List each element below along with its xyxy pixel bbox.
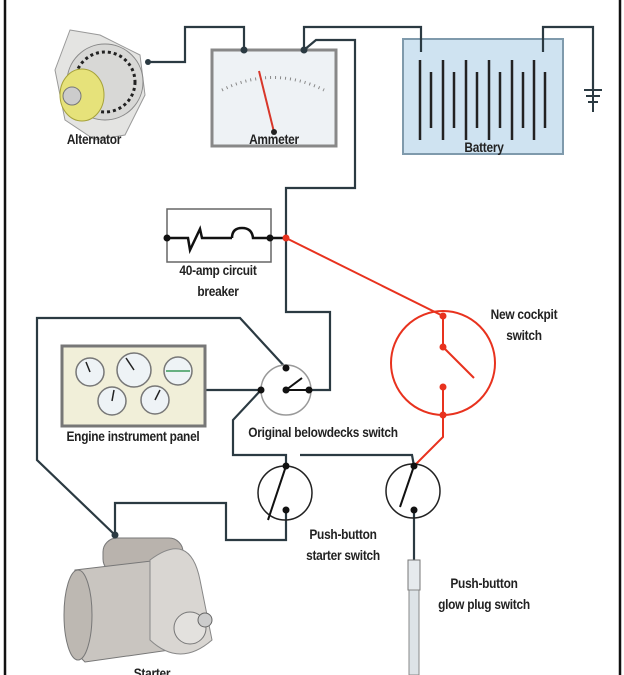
glow-switch-label: Push-button glow plug switch — [431, 573, 536, 615]
glow-switch-label-line2: glow plug switch — [438, 596, 530, 612]
engine-instrument-panel — [60, 344, 207, 428]
circuit-breaker-label-line2: breaker — [197, 283, 239, 299]
instrument-panel-label: Engine instrument panel — [66, 428, 200, 444]
starter-push-switch — [257, 462, 313, 521]
starter-motor-illustration — [63, 531, 213, 663]
belowdecks-switch-label: Original belowdecks switch — [248, 424, 398, 440]
battery-illustration — [402, 38, 564, 155]
wire-junctions — [240, 46, 308, 54]
circuit-breaker-label-line1: 40-amp circuit — [179, 262, 257, 278]
cockpit-switch-label-line2: switch — [506, 327, 542, 343]
existing-wiring — [35, 25, 595, 560]
cockpit-switch-label: New cockpit switch — [482, 304, 567, 346]
starter-label: Starter — [133, 665, 171, 675]
starter-switch-label-line2: starter switch — [306, 547, 380, 563]
ammeter-label: Ammeter — [249, 131, 299, 147]
starter-switch-label-line1: Push-button — [309, 526, 377, 542]
alternator-illustration — [54, 29, 151, 141]
glow-plug-push-switch — [385, 462, 441, 675]
ammeter-illustration — [210, 48, 338, 148]
new-cockpit-switch — [282, 234, 496, 467]
battery-label: Battery — [464, 139, 504, 155]
cockpit-switch-label-line1: New cockpit — [490, 306, 558, 322]
belowdecks-switch — [257, 364, 313, 416]
starter-switch-label: Push-button starter switch — [296, 524, 390, 566]
alternator-label: Alternator — [66, 131, 122, 147]
circuit-breaker-symbol — [163, 208, 286, 263]
circuit-breaker-label: 40-amp circuit breaker — [167, 260, 269, 302]
glow-switch-label-line1: Push-button — [450, 575, 518, 591]
ground-icon — [584, 89, 602, 112]
